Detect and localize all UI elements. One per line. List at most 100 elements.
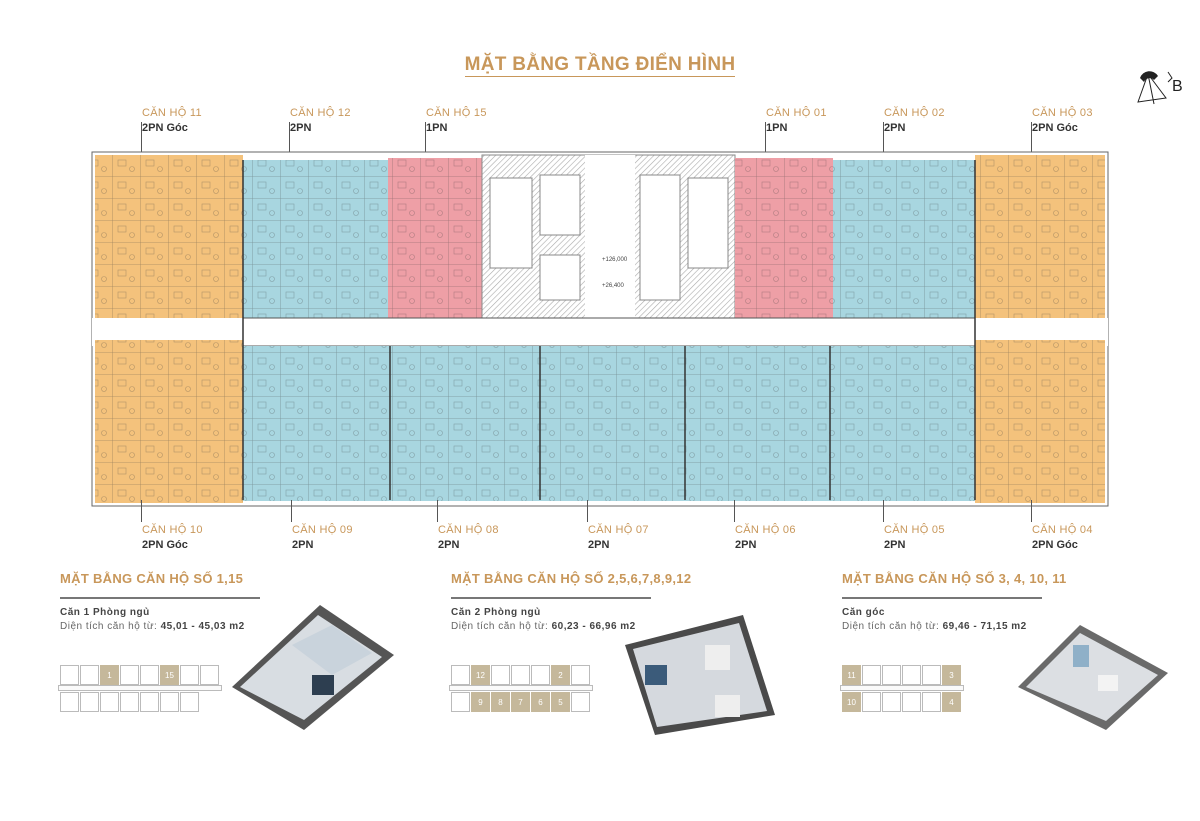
keyplan-cell-10: 10 <box>842 692 861 712</box>
leader-line <box>1031 122 1032 160</box>
unit-08[interactable] <box>390 346 540 501</box>
unit-10[interactable] <box>95 340 243 503</box>
compass: B <box>1130 64 1190 119</box>
keyplan-cell-8: 8 <box>491 692 510 712</box>
keyplan-cell <box>180 665 199 685</box>
leader-line <box>587 500 588 522</box>
leader-line <box>141 122 142 160</box>
unit-06[interactable] <box>685 346 830 501</box>
leader-line <box>883 122 884 160</box>
keyplan-cell <box>511 665 530 685</box>
section-subtitle: Căn 2 Phòng ngủ <box>451 607 541 618</box>
divider <box>60 597 260 599</box>
unit-09[interactable] <box>243 346 390 501</box>
keyplan-cell <box>862 665 881 685</box>
corridor <box>92 318 1108 346</box>
section-area: Diện tích căn hộ từ: 45,01 - 45,03 m2 <box>60 621 245 632</box>
keyplan-cell <box>882 692 901 712</box>
keyplan-cell-1: 1 <box>100 665 119 685</box>
keyplan-cell <box>140 665 159 685</box>
leader-line <box>425 122 426 160</box>
keyplan-corridor <box>840 685 964 691</box>
keyplan-cell <box>140 692 159 712</box>
core-level-label: +126,000 <box>602 257 628 263</box>
floor-plan: +126,000 +26,400 <box>91 151 1109 507</box>
leader-line <box>883 500 884 522</box>
keyplan-cell <box>60 692 79 712</box>
keyplan-cell <box>100 692 119 712</box>
keyplan-cell <box>922 665 941 685</box>
keyplan-cell-5: 5 <box>551 692 570 712</box>
keyplan-cell <box>80 665 99 685</box>
keyplan-cell-9: 9 <box>471 692 490 712</box>
keyplan-cell <box>882 665 901 685</box>
keyplan-cell <box>120 692 139 712</box>
unit-01[interactable] <box>735 158 833 318</box>
section-area: Diện tích căn hộ từ: 60,23 - 66,96 m2 <box>451 621 636 632</box>
unit-3d-render-1br <box>232 605 394 730</box>
unit-11[interactable] <box>95 155 243 320</box>
unit-04[interactable] <box>975 340 1105 503</box>
keyplan-cell <box>451 692 470 712</box>
keyplan-cell <box>60 665 79 685</box>
keyplan-cell <box>80 692 99 712</box>
keyplan-cell <box>160 692 179 712</box>
unit-05[interactable] <box>830 346 975 501</box>
leader-line <box>289 122 290 160</box>
unit-02[interactable] <box>833 160 975 318</box>
keyplan-cell <box>902 692 921 712</box>
unit-3d-render-2br <box>625 615 775 735</box>
section-area: Diện tích căn hộ từ: 69,46 - 71,15 m2 <box>842 621 1027 632</box>
keyplan-cell-3: 3 <box>942 665 961 685</box>
keyplan-cell <box>571 692 590 712</box>
keyplan-corridor <box>449 685 593 691</box>
north-arrow-icon <box>1137 71 1173 105</box>
compass-label: B <box>1172 78 1183 95</box>
leader-line <box>141 500 142 522</box>
unit-15[interactable] <box>388 158 482 318</box>
section-corner: MẶT BẰNG CĂN HỘ SỐ 3, 4, 10, 11 Căn góc … <box>842 571 1067 632</box>
unit-07[interactable] <box>540 346 685 501</box>
keyplan-cell <box>862 692 881 712</box>
section-subtitle: Căn góc <box>842 607 885 618</box>
leader-line <box>437 500 438 522</box>
keyplan-cell-11: 11 <box>842 665 861 685</box>
keyplan-cell <box>120 665 139 685</box>
leader-line <box>291 500 292 522</box>
keyplan-cell <box>180 692 199 712</box>
unit-12[interactable] <box>243 160 388 318</box>
section-title: MẶT BẰNG CĂN HỘ SỐ 1,15 <box>60 571 244 586</box>
leader-line <box>734 500 735 522</box>
section-subtitle: Căn 1 Phòng ngủ <box>60 607 150 618</box>
unit-03[interactable] <box>975 155 1105 320</box>
keyplan-cell <box>571 665 590 685</box>
divider <box>451 597 651 599</box>
page-title: MẶT BẰNG TẦNG ĐIỂN HÌNH <box>464 54 736 77</box>
keyplan-cell <box>200 665 219 685</box>
leader-line <box>1031 500 1032 522</box>
section-1br: MẶT BẰNG CĂN HỘ SỐ 1,15 Căn 1 Phòng ngủ … <box>60 571 260 632</box>
section-2br: MẶT BẰNG CĂN HỘ SỐ 2,5,6,7,8,9,12 Căn 2 … <box>451 571 691 632</box>
keyplan-cell <box>922 692 941 712</box>
section-title: MẶT BẰNG CĂN HỘ SỐ 3, 4, 10, 11 <box>842 571 1067 586</box>
keyplan-corridor <box>58 685 222 691</box>
leader-line <box>765 122 766 160</box>
core-level-label: +26,400 <box>602 283 625 289</box>
keyplan-cell-7: 7 <box>511 692 530 712</box>
keyplan-cell-6: 6 <box>531 692 550 712</box>
keyplan-cell <box>902 665 921 685</box>
keyplan-cell-12: 12 <box>471 665 490 685</box>
keyplan-cell-4: 4 <box>942 692 961 712</box>
